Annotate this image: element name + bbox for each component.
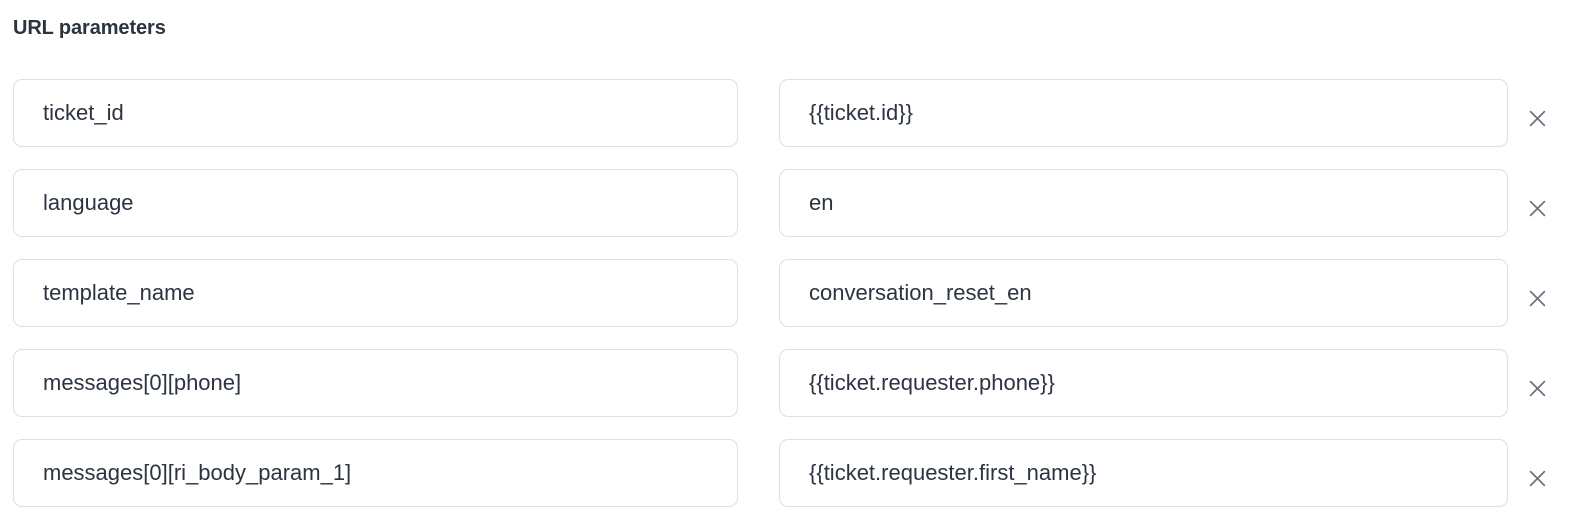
parameter-value-input[interactable]: {{ticket.requester.first_name}} (779, 439, 1508, 507)
parameter-value-input[interactable]: {{ticket.id}} (779, 79, 1508, 147)
remove-parameter-button[interactable] (1524, 285, 1550, 311)
parameter-value-input[interactable]: en (779, 169, 1508, 237)
url-parameters-list: ticket_id {{ticket.id}} language en (0, 79, 1574, 529)
table-row: messages[0][phone] {{ticket.requester.ph… (0, 349, 1574, 417)
table-row: template_name conversation_reset_en (0, 259, 1574, 327)
parameter-value-value: conversation_reset_en (809, 280, 1032, 305)
remove-parameter-button[interactable] (1524, 465, 1550, 491)
remove-parameter-button[interactable] (1524, 105, 1550, 131)
page-title: URL parameters (13, 17, 166, 39)
parameter-value-value: en (809, 190, 834, 215)
parameter-key-input[interactable]: ticket_id (13, 79, 738, 147)
close-icon (1529, 470, 1546, 487)
remove-parameter-button[interactable] (1524, 195, 1550, 221)
table-row: messages[0][ri_body_param_1] {{ticket.re… (0, 439, 1574, 507)
remove-parameter-button[interactable] (1524, 375, 1550, 401)
parameter-key-value: ticket_id (43, 100, 124, 125)
close-icon (1529, 110, 1546, 127)
parameter-value-value: {{ticket.requester.first_name}} (809, 460, 1097, 485)
parameter-key-value: messages[0][ri_body_param_1] (43, 460, 352, 485)
table-row: language en (0, 169, 1574, 237)
close-icon (1529, 200, 1546, 217)
table-row: ticket_id {{ticket.id}} (0, 79, 1574, 147)
parameter-key-value: template_name (43, 280, 195, 305)
parameter-value-value: {{ticket.requester.phone}} (809, 370, 1055, 395)
close-icon (1529, 380, 1546, 397)
parameter-key-input[interactable]: template_name (13, 259, 738, 327)
parameter-key-value: messages[0][phone] (43, 370, 242, 395)
parameter-key-input[interactable]: messages[0][phone] (13, 349, 738, 417)
parameter-value-input[interactable]: {{ticket.requester.phone}} (779, 349, 1508, 417)
parameter-key-input[interactable]: language (13, 169, 738, 237)
parameter-value-input[interactable]: conversation_reset_en (779, 259, 1508, 327)
parameter-value-value: {{ticket.id}} (809, 100, 913, 125)
parameter-key-value: language (43, 190, 134, 215)
close-icon (1529, 290, 1546, 307)
parameter-key-input[interactable]: messages[0][ri_body_param_1] (13, 439, 738, 507)
